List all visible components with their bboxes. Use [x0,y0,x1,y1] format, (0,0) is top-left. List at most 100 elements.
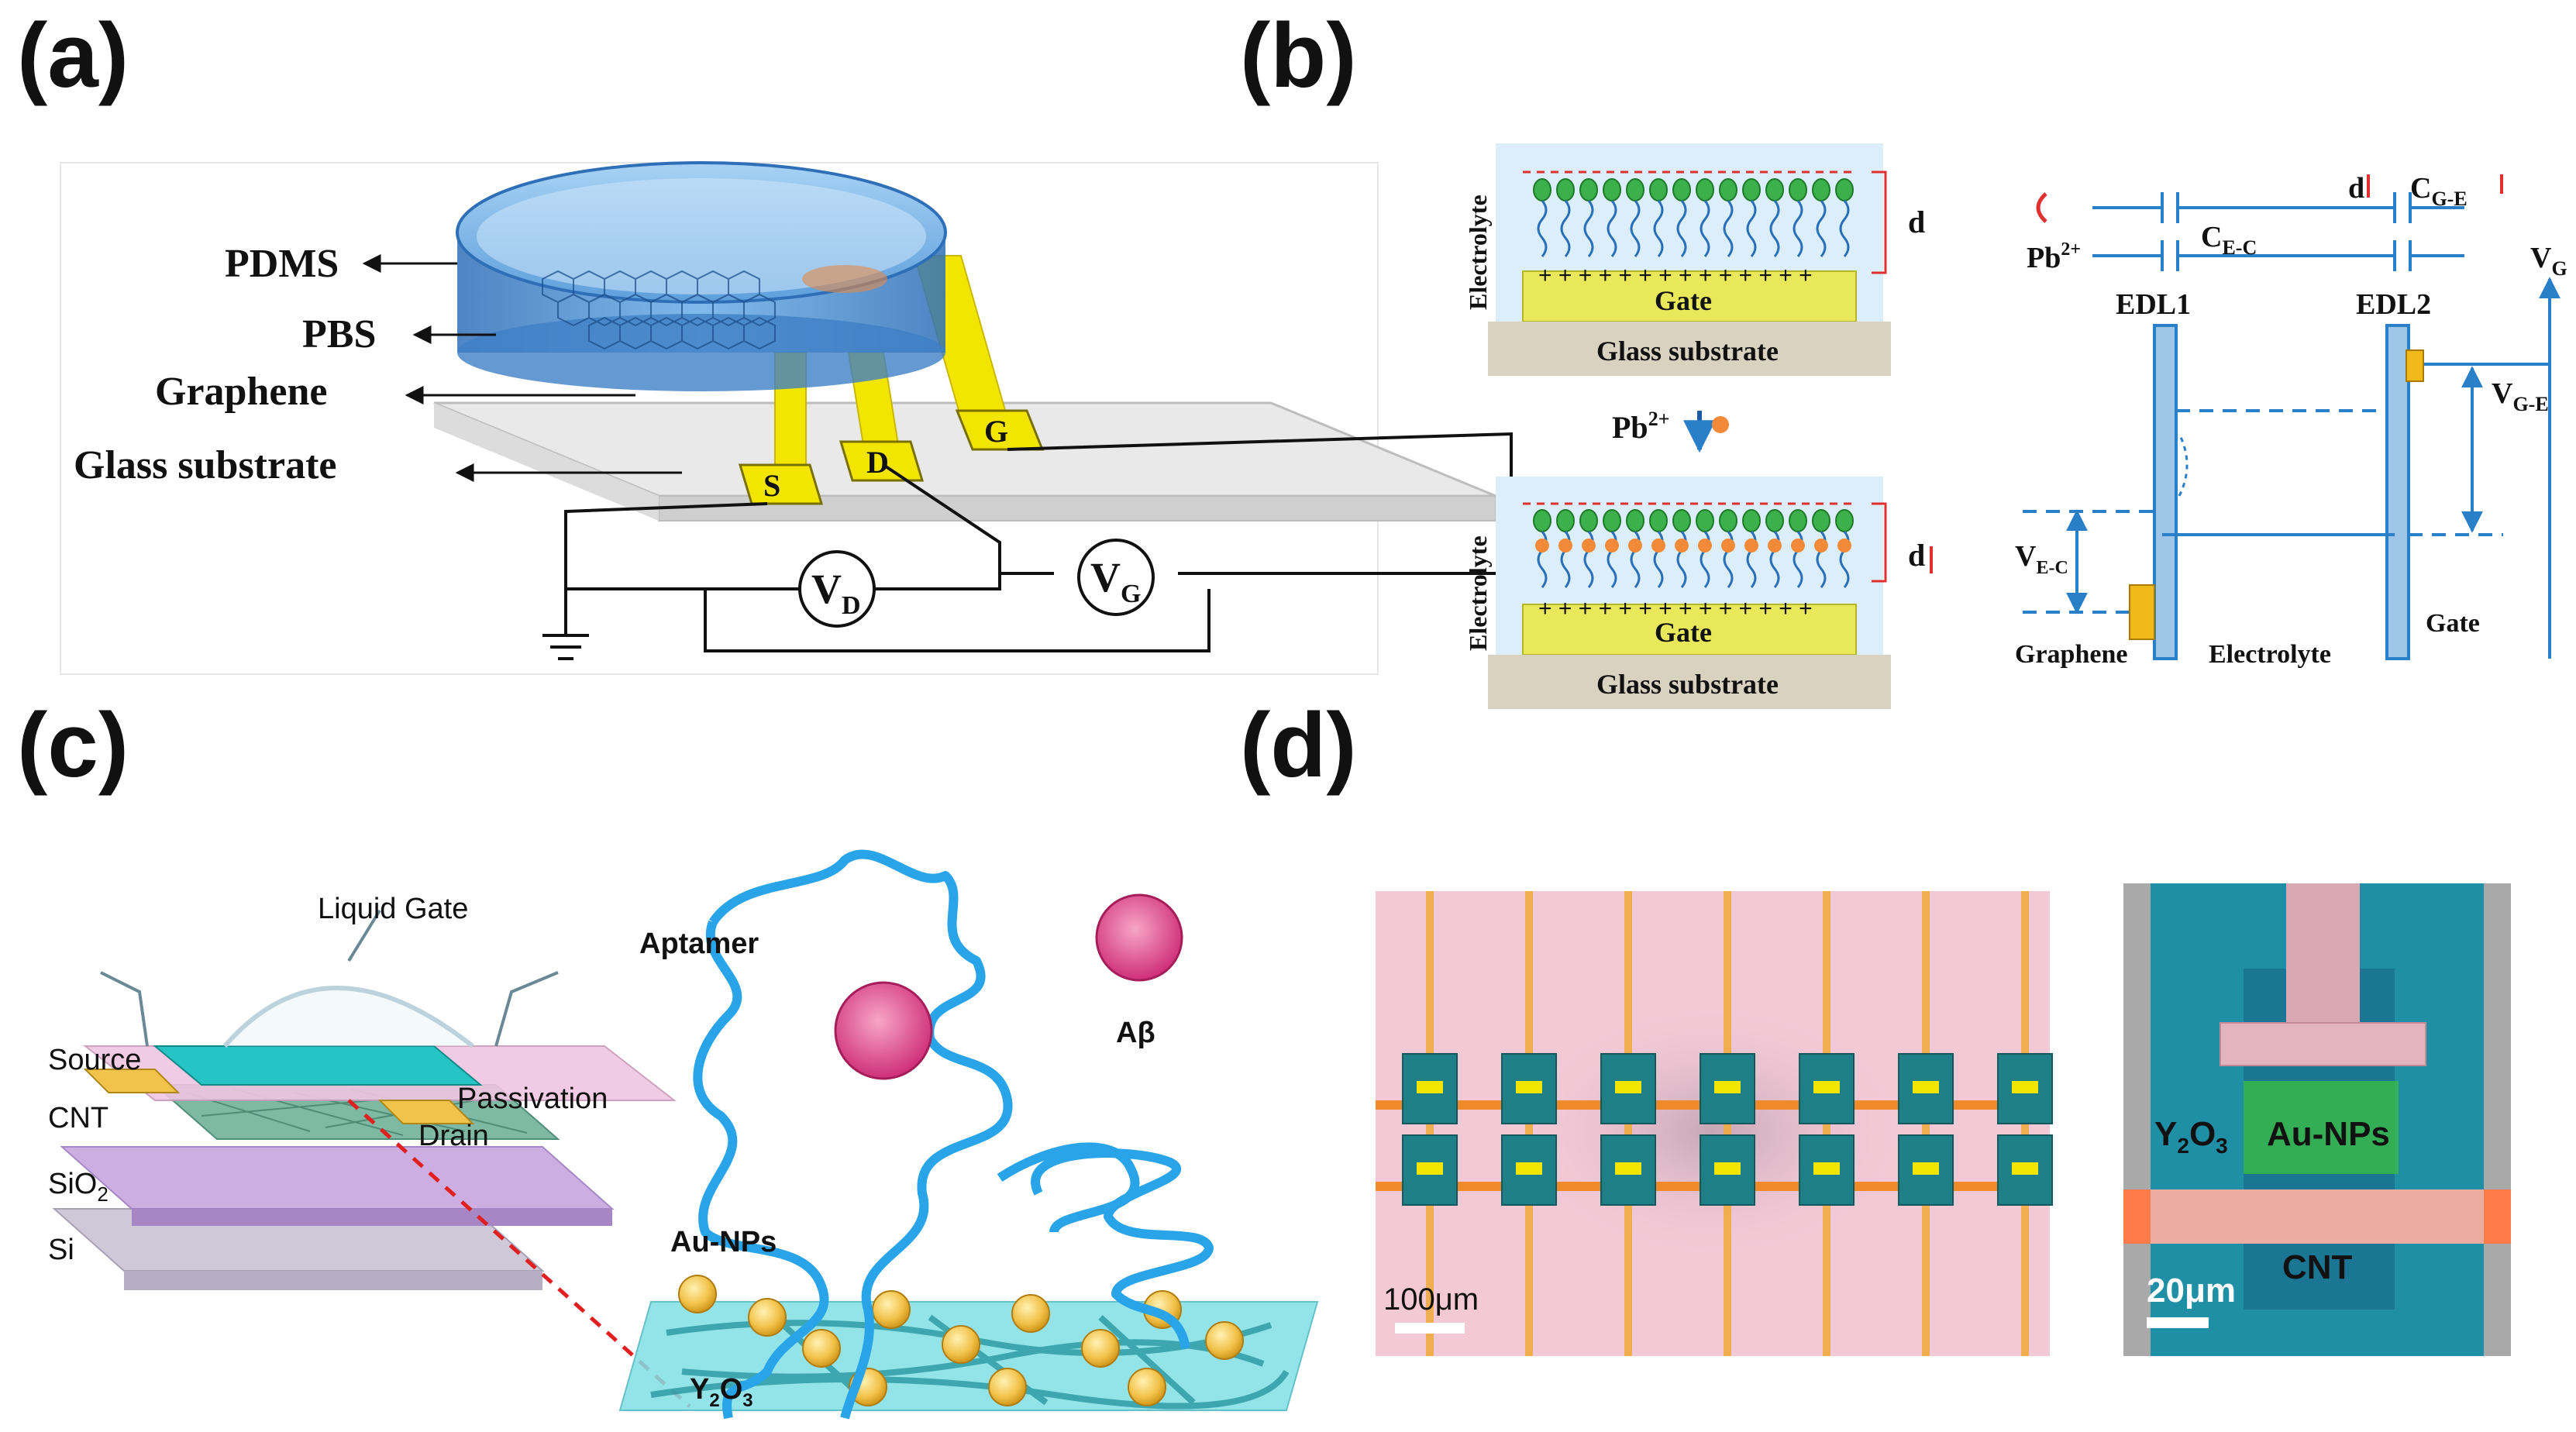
device-array [1376,891,2053,1356]
molecule-row-bottom [1533,509,1854,588]
probe-head [1835,178,1854,201]
panel-b: (b) + + + + + + + + + + + + + + Gate Gla… [1240,5,2567,709]
pb-ion [1837,539,1851,552]
cge-label: CG-E [2410,172,2468,210]
array-device-pad [1714,1081,1741,1093]
probe-chain [1793,200,1803,257]
vd-meter [798,550,876,628]
zoom-line [347,1099,691,1408]
layer-si: Si [48,1234,74,1266]
probe-head [1765,509,1784,532]
probe-head [1672,178,1691,201]
plus-row-bottom: + + + + + + + + + + + + + + [1538,596,1813,621]
probe-head [1603,509,1621,532]
pb-ion [1651,539,1665,552]
source-pad-label: S [763,468,780,503]
distance-top-label: d [1908,205,1925,239]
probe-chain [1676,200,1687,257]
panel-a: (a) S D G PDMS PBS Graph [17,5,1513,675]
liquid-gate-dome [222,986,474,1048]
sio2-layer [60,1146,615,1210]
gate-bottom-label: Gate [1655,617,1712,648]
panel-b-circuit: CG-E d CE-C Pb2+ EDL1 EDL2 VG VG-E VE-C … [2015,172,2567,669]
probe-chain [1537,200,1548,257]
probe-chain [1560,200,1571,257]
probe-chain [1630,200,1641,257]
glass-bottom [1488,655,1891,709]
probe-chain [1583,200,1594,257]
vge-label: VG-E [2492,377,2549,415]
pb-circuit-label: Pb2+ [2027,239,2081,274]
probe-chain [1769,200,1780,257]
electrolyte-bottom-label: Electrolyte [1464,535,1492,651]
probe-head [1579,509,1598,532]
callout-glass-substrate: Glass substrate [74,443,336,487]
pb-ion [1768,539,1782,552]
probe-head [1626,178,1644,201]
probe-head [1765,178,1784,201]
abeta-free [1095,893,1183,982]
array-device-pad [1913,1162,1939,1175]
au-nps-label: Au-NPs [670,1226,777,1258]
layer-cnt: CNT [48,1102,108,1134]
probe-head [1742,178,1761,201]
array-device-pad [2012,1162,2038,1175]
source-pad [738,463,824,505]
panel-b-bottom-schematic: + + + + + + + + + + + + + + Gate Glass s… [1464,477,1933,709]
probe-head [1696,509,1714,532]
panel-d: (d) 100μm Y2O3 Au-NPs CNT 20μm [1240,694,2511,1356]
pb-ion [1582,539,1596,552]
vg-meter [1077,539,1155,616]
distance-bottom-label: d [1908,538,1925,573]
au-nanoparticle [1081,1329,1120,1368]
probe-head [1789,509,1807,532]
graphene-sheet [542,270,776,350]
panel-c-label: (c) [17,694,129,797]
pb-ion [1535,539,1549,552]
au-nanoparticle [988,1368,1027,1406]
edl2-label: EDL2 [2356,288,2431,321]
probe-head [1789,178,1807,201]
pb-ion-label: Pb2+ [1612,408,1670,445]
pb-ion [1675,539,1689,552]
gate-bottom [1522,604,1857,656]
probe-head [1579,178,1598,201]
panel-a-label: (a) [17,5,129,107]
graphene-circuit-label: Graphene [2015,640,2127,669]
array-device-pad [1714,1162,1741,1175]
callout-graphene: Graphene [155,370,327,414]
array-device-pad [2012,1081,2038,1093]
edl1-label: EDL1 [2116,288,2191,321]
au-nanoparticle [1205,1321,1244,1360]
pb-ion [1558,539,1572,552]
array-device-pad [1417,1081,1443,1093]
probe-head [1719,178,1737,201]
pb-ion [1605,539,1619,552]
glass-top-label: Glass substrate [1596,336,1779,367]
cec-label: CE-C [2201,221,2257,259]
au-np-group [678,1275,1244,1406]
probe-head [1835,509,1854,532]
pb-ion [1721,539,1735,552]
scale-bar-left [1395,1323,1465,1334]
probe-head [1626,509,1644,532]
graphene-contact [2129,584,2155,640]
au-nanoparticle [748,1298,787,1337]
drain-label: Drain [418,1120,489,1152]
drain-pad-label: D [866,445,889,480]
drain-electrode [377,1100,475,1124]
liquid-gate-label: Liquid Gate [318,893,468,925]
array-device-pad [1813,1081,1840,1093]
au-nanoparticle [1128,1368,1166,1406]
array-device-pad [1615,1081,1641,1093]
pb-ion [1698,539,1712,552]
au-np-region [2244,1081,2399,1174]
gate-pad-label: G [984,414,1008,449]
callout-pbs: PBS [302,312,376,356]
glass-top [1488,322,1891,376]
probe-head [1696,178,1714,201]
probe-chain [1816,200,1827,257]
array-device-pad [1913,1081,1939,1093]
source-electrode [83,1069,181,1093]
